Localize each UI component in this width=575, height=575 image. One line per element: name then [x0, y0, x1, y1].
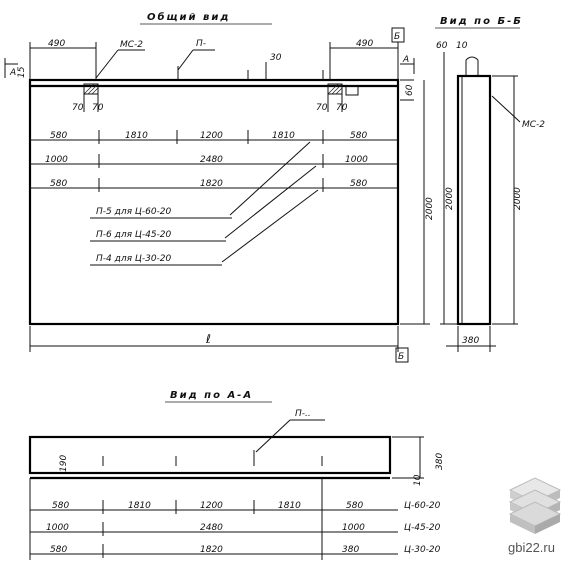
dim-height-main: [400, 80, 430, 325]
legend-item: П-5 для Ц-60-20: [96, 207, 172, 217]
aa-row1-cell: 1200: [200, 501, 223, 511]
aa-type: Ц-30-20: [404, 545, 441, 555]
title-general-view: Общий вид: [147, 11, 230, 23]
aa-dim-10: 10: [413, 474, 423, 486]
side-dim-380: 380: [462, 336, 479, 346]
row1-cell: 580: [50, 131, 67, 141]
length-label: ℓ: [205, 332, 211, 346]
lifting-loops: [177, 62, 324, 80]
aa-p-label: П-..: [295, 409, 311, 419]
aa-row1-cell: 1810: [278, 501, 301, 511]
main-panel: [28, 78, 400, 326]
aa-loops: [102, 450, 323, 466]
aa-row1-cell: 1810: [128, 501, 151, 511]
p-leader-top: [177, 49, 194, 71]
aa-row2-cell: 1000: [342, 523, 365, 533]
watermark-logo-icon: [508, 477, 562, 534]
title-view-aa: Вид по А-А: [170, 390, 253, 401]
aa-dim-rows: [29, 478, 398, 560]
row3-cell: 1820: [200, 179, 223, 189]
side-mc2-leader: [491, 95, 521, 123]
row1-cell: 1810: [125, 131, 148, 141]
legend-leaders: [90, 141, 319, 266]
row2-cell: 1000: [45, 155, 68, 165]
aa-panel: [28, 435, 392, 480]
side-mc2-label: МС-2: [522, 120, 545, 130]
dim-30: 30: [270, 53, 282, 63]
section-mark-b-top: [391, 27, 405, 43]
dim-490-left: 490: [48, 39, 65, 49]
dim-length: [29, 326, 399, 352]
watermark-text: gbi22.ru: [508, 540, 555, 555]
side-view-panel: [456, 56, 492, 326]
dim-2000-main: 2000: [425, 197, 435, 220]
dim-70-right-a: 70: [316, 103, 328, 113]
side-dim-60: 60: [436, 41, 448, 51]
row1-cell: 1810: [272, 131, 295, 141]
dim-70-right-b: 70: [336, 103, 348, 113]
aa-row1-cell: 580: [52, 501, 69, 511]
aa-row3-cell: 380: [342, 545, 359, 555]
p-label-top: П-: [196, 39, 206, 49]
section-b-label-top: Б: [394, 32, 400, 42]
section-mark-a-top: [4, 58, 18, 78]
section-b-label-bottom: Б: [398, 352, 404, 362]
row1-cell: 1200: [200, 131, 223, 141]
aa-row2-cell: 1000: [46, 523, 69, 533]
aa-row3-cell: 580: [50, 545, 67, 555]
aa-dim-190: 190: [59, 455, 69, 472]
legend-item: П-6 для Ц-45-20: [96, 230, 172, 240]
section-a-label: А: [9, 68, 16, 78]
aa-row1-cell: 580: [346, 501, 363, 511]
dim-490-right: 490: [356, 39, 373, 49]
section-mark-a-right: [400, 58, 415, 74]
mc2-label: МС-2: [120, 40, 143, 50]
dim-60-right: 60: [405, 84, 415, 96]
row1-cell: 580: [350, 131, 367, 141]
row2-cell: 2480: [200, 155, 223, 165]
dim-rows-lines: [30, 130, 398, 192]
side-dim-2000-right: 2000: [513, 187, 523, 210]
aa-row3-cell: 1820: [200, 545, 223, 555]
dim-top-left: [29, 42, 97, 80]
dim-top-right: [329, 42, 399, 80]
title-view-bb: Вид по Б-Б: [440, 16, 523, 27]
embedded-part-left: [83, 83, 99, 112]
dim-70-left-a: 70: [72, 103, 84, 113]
embedded-part-right: [327, 83, 359, 112]
aa-row2-cell: 2480: [200, 523, 223, 533]
dim-70-left-b: 70: [92, 103, 104, 113]
aa-dim-380: 380: [435, 453, 445, 470]
side-dim-2000-left: 2000: [445, 187, 455, 210]
legend-item: П-4 для Ц-30-20: [96, 254, 172, 264]
mc2-leader: [95, 49, 119, 79]
section-a-label-right: А: [402, 55, 409, 65]
row3-cell: 580: [50, 179, 67, 189]
row2-cell: 1000: [345, 155, 368, 165]
aa-p-leader: [255, 419, 291, 453]
side-dim-10: 10: [456, 41, 468, 51]
row3-cell: 580: [350, 179, 367, 189]
aa-type: Ц-60-20: [404, 501, 441, 511]
aa-type: Ц-45-20: [404, 523, 441, 533]
dim-15-left: 15: [17, 66, 27, 78]
section-mark-b-bottom: [395, 347, 409, 363]
